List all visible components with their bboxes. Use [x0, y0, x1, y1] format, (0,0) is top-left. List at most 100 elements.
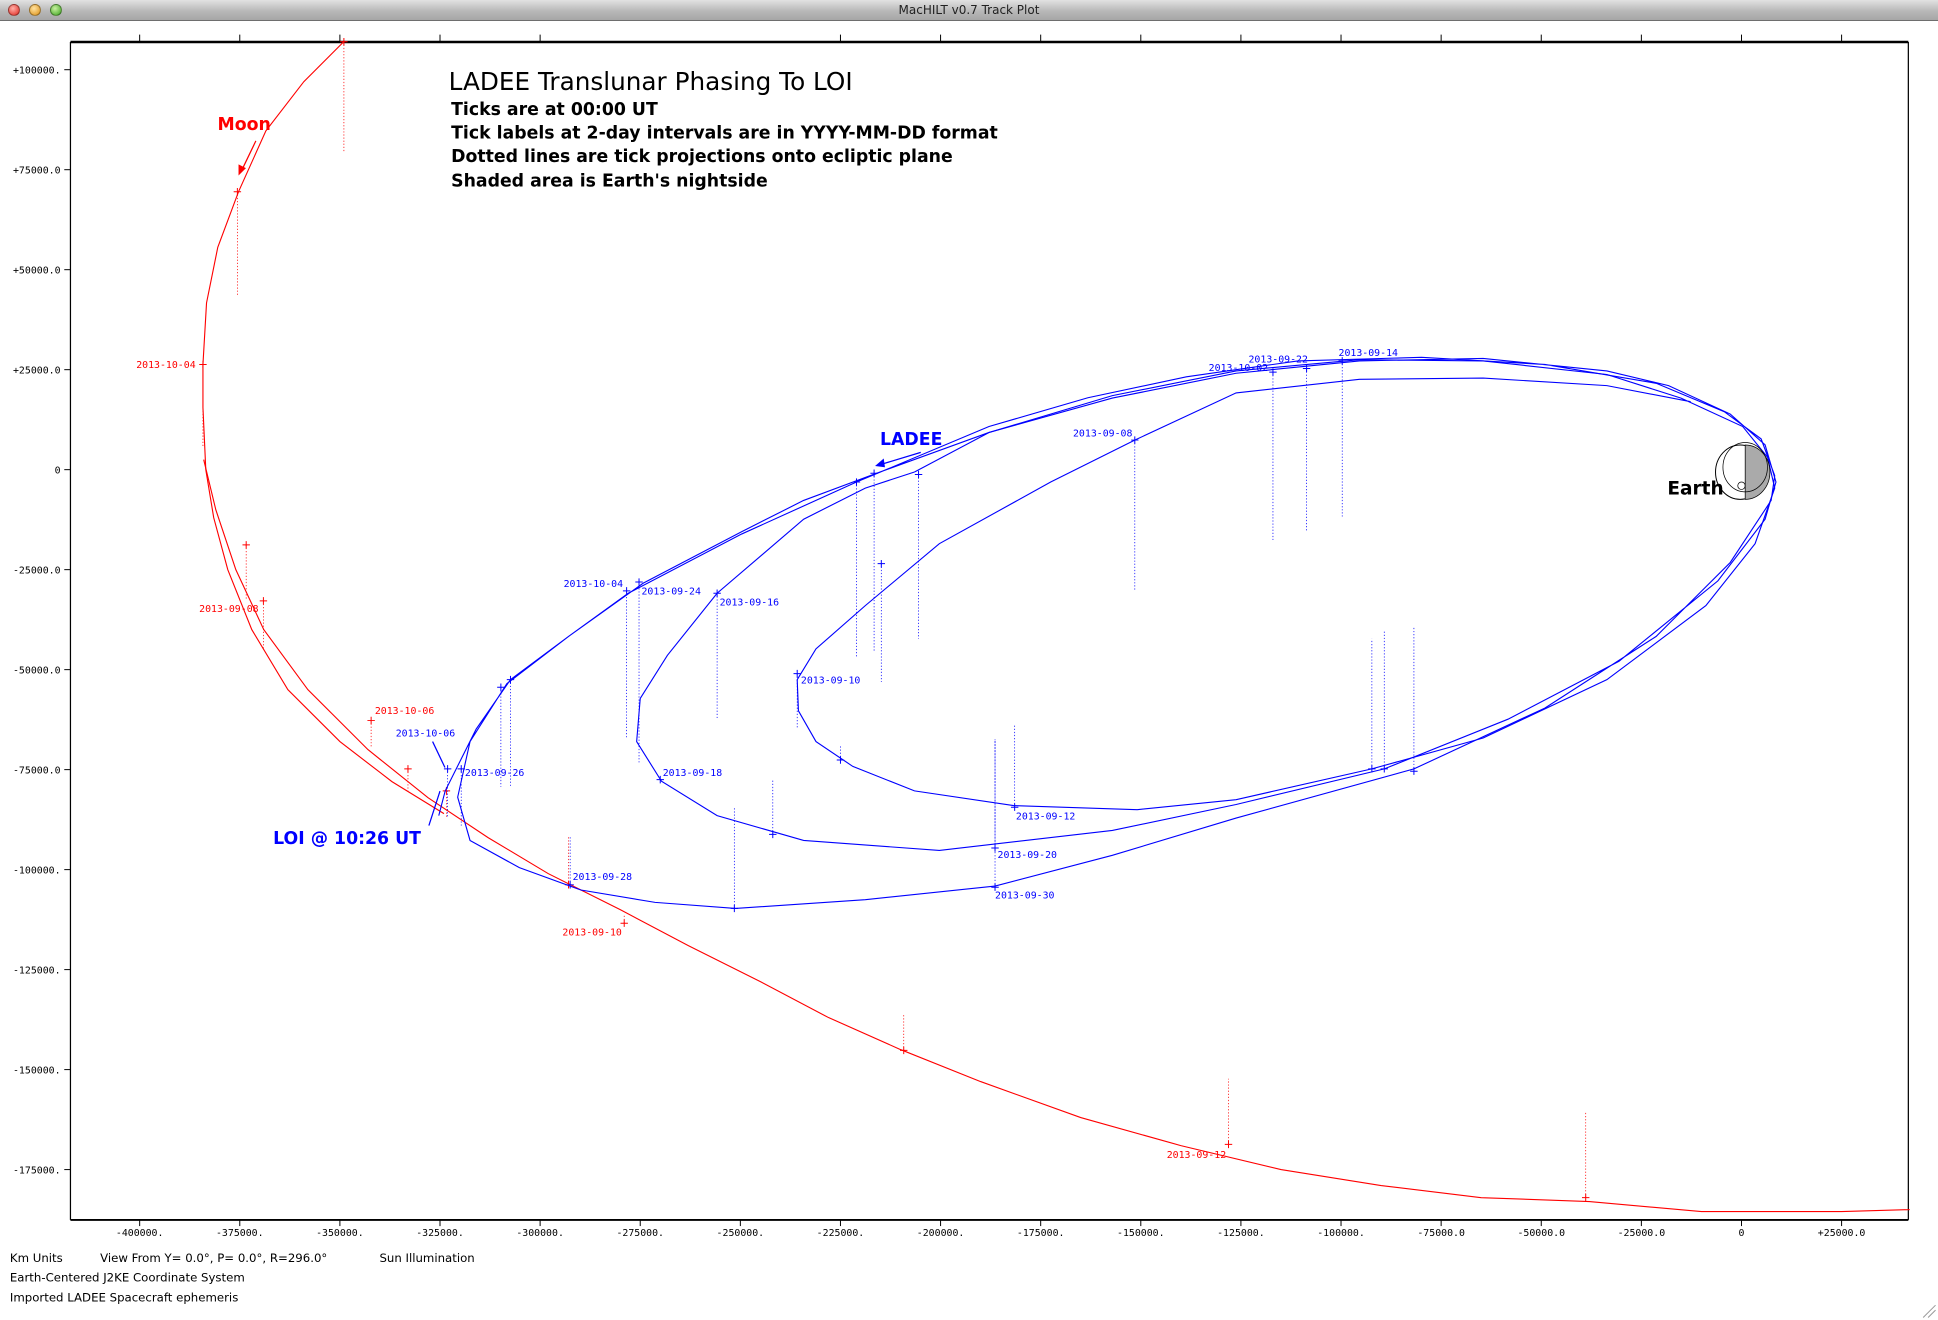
moon-date-label: 2013-09-12	[1167, 1150, 1227, 1161]
ladee-tick-mark	[443, 765, 452, 773]
y-axis-tick-label: +75000.0	[13, 165, 61, 176]
window-title: MacHILT v0.7 Track Plot	[898, 3, 1040, 17]
y-axis-tick-label: -100000.	[13, 865, 61, 876]
illumination-label: Sun Illumination	[379, 1251, 474, 1265]
chart-subtitle: Shaded area is Earth's nightside	[451, 172, 768, 192]
x-axis-tick-label: 0	[1739, 1228, 1745, 1239]
ladee-tick-mark	[836, 756, 845, 764]
coordinate-system-label: Earth-Centered J2KE Coordinate System	[10, 1271, 245, 1285]
moon-date-label: 2013-10-04	[136, 360, 196, 371]
x-axis-tick-label: +25000.0	[1818, 1228, 1866, 1239]
zoom-button[interactable]	[50, 4, 62, 16]
moon-tick-mark	[900, 1046, 908, 1055]
moon-trajectory-line	[203, 459, 1910, 1213]
ladee-tick-mark	[991, 844, 999, 852]
ladee-tick-mark	[713, 589, 721, 597]
ladee-date-label: 2013-09-16	[720, 598, 780, 609]
ladee-tick-mark	[506, 675, 515, 684]
moon-tick-mark	[259, 597, 268, 605]
x-axis-tick-label: -200000.	[917, 1228, 965, 1239]
earth-icon	[1715, 442, 1771, 500]
moon-tick-mark	[242, 541, 250, 549]
y-axis-tick-label: -175000.	[13, 1165, 61, 1176]
x-axis-tick-label: -375000.	[216, 1228, 264, 1239]
y-axis-tick-label: 0	[55, 465, 61, 476]
moon-tick-mark	[404, 765, 412, 773]
chart-subtitle: Dotted lines are tick projections onto e…	[451, 147, 953, 167]
ladee-tick-mark	[1302, 364, 1311, 373]
moon-date-label: 2013-10-06	[375, 706, 435, 717]
moon-arrow-icon	[238, 140, 257, 176]
earth-label: Earth	[1667, 478, 1723, 499]
ladee-tick-mark	[877, 559, 886, 568]
y-axis-tick-label: +50000.0	[13, 265, 61, 276]
ladee-date-label: 2013-09-18	[663, 768, 723, 779]
ladee-annotation: LADEE	[880, 430, 942, 450]
chart-subtitle: Tick labels at 2-day intervals are in YY…	[451, 123, 998, 143]
view-label: View From Y= 0.0°, P= 0.0°, R=296.0°	[100, 1251, 327, 1265]
y-axis-tick-label: -75000.0	[13, 765, 61, 776]
ladee-tick-mark	[1131, 436, 1139, 444]
loi-leader-line	[428, 790, 441, 826]
ladee-tick-mark	[635, 578, 643, 586]
ladee-date-label: 2013-09-20	[998, 850, 1058, 861]
x-axis-tick-label: -225000.	[817, 1228, 865, 1239]
footer-info: Km Units View From Y= 0.0°, P= 0.0°, R=2…	[10, 1251, 475, 1305]
ladee-tick-mark	[852, 478, 861, 486]
ladee-tick-mark	[1368, 765, 1376, 773]
moon-tick-mark	[233, 187, 242, 196]
ladee-date-label: 2013-09-22	[1248, 354, 1308, 365]
y-axis-tick-label: +25000.0	[13, 365, 61, 376]
x-axis-tick-label: -50000.0	[1517, 1228, 1565, 1239]
chart-subtitle: Ticks are at 00:00 UT	[451, 100, 658, 120]
window-titlebar[interactable]: MacHILT v0.7 Track Plot	[0, 0, 1938, 21]
ladee-tick-mark	[1338, 357, 1346, 365]
ladee-tick-mark	[991, 883, 999, 891]
ladee-arrow-icon	[875, 451, 921, 468]
y-axis-tick-label: +100000.	[13, 65, 61, 76]
close-button[interactable]	[8, 4, 20, 16]
moon-tick-mark	[1224, 1140, 1233, 1149]
loi-annotation: LOI @ 10:26 UT	[273, 829, 421, 849]
x-axis-tick-label: -350000.	[316, 1228, 364, 1239]
x-axis-tick-label: -250000.	[717, 1228, 765, 1239]
x-axis-tick-label: -325000.	[416, 1228, 464, 1239]
ladee-date-label: 2013-09-30	[995, 890, 1055, 901]
resize-grip-icon[interactable]	[1922, 1304, 1936, 1318]
y-axis-tick-label: -50000.0	[13, 665, 61, 676]
ladee-date-label: 2013-09-10	[801, 676, 861, 687]
ladee-tick-mark	[1010, 803, 1019, 811]
source-label: Imported LADEE Spacecraft ephemeris	[10, 1290, 238, 1304]
moon-tick-mark	[620, 919, 628, 927]
ladee-tick-mark	[870, 469, 878, 477]
ladee-date-label: 2013-09-08	[1073, 428, 1133, 439]
ladee-tick-mark	[1410, 767, 1418, 775]
series-layer	[199, 38, 1910, 1213]
ladee-date-label: 2013-09-26	[465, 768, 525, 779]
ladee-tick-mark	[914, 470, 923, 479]
moon-date-label: 2013-09-10	[562, 928, 622, 939]
x-axis-tick-label: -300000.	[516, 1228, 564, 1239]
ladee-tick-mark	[730, 904, 739, 913]
ladee-date-label: 2013-09-24	[642, 586, 702, 597]
ladee-tick-mark	[566, 881, 574, 889]
ladee-trajectory-line	[438, 356, 1777, 909]
y-axis-tick-label: -25000.0	[13, 565, 61, 576]
moon-date-label: 2013-09-08	[199, 604, 259, 615]
moon-tick-mark	[199, 360, 207, 369]
minimize-button[interactable]	[29, 4, 41, 16]
plot-frame	[69, 40, 1909, 1221]
ladee-trajectory-line	[796, 359, 1776, 811]
moon-trajectory-line	[202, 41, 445, 815]
units-label: Km Units	[10, 1251, 63, 1265]
x-axis-tick-label: -175000.	[1017, 1228, 1065, 1239]
moon-tick-mark	[367, 716, 375, 725]
ladee-date-label: 2013-10-02	[1209, 363, 1269, 374]
moon-tick-mark	[1581, 1193, 1590, 1202]
x-axis-tick-label: -125000.	[1217, 1228, 1265, 1239]
x-axis-tick-label: -100000.	[1317, 1228, 1365, 1239]
ladee-tick-mark	[793, 669, 801, 678]
x-axis-tick-label: -25000.0	[1618, 1228, 1666, 1239]
ladee-tick-mark	[1380, 765, 1388, 773]
ladee-date-label: 2013-09-12	[1016, 812, 1076, 823]
